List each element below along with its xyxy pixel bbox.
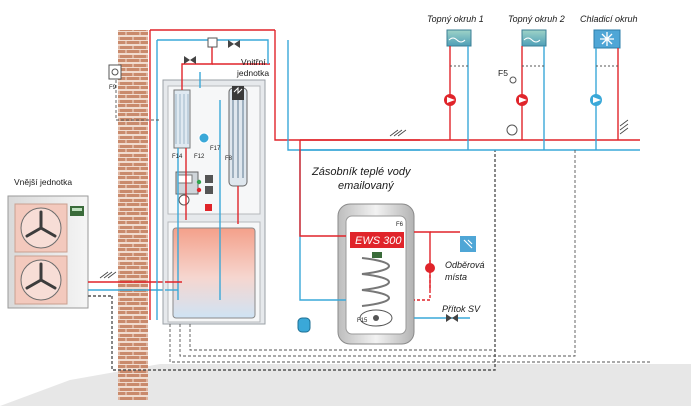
outdoor-sensor-f9 <box>108 64 122 80</box>
tank-model: EWS 300 <box>355 235 402 247</box>
expansion-vessel <box>297 317 311 333</box>
tank-model-badge <box>350 232 404 248</box>
buffer-storage <box>172 227 256 319</box>
sensor-label-f9: F9 <box>109 85 117 91</box>
sensor-label-f14: F14 <box>172 154 183 160</box>
draw-off-label-line1: Odběrová <box>445 260 485 270</box>
draw-off-label-line2: místa <box>445 272 467 282</box>
snowflake-icon <box>600 32 614 46</box>
indoor-unit-label-line2: jednotka <box>236 68 269 78</box>
indoor-unit <box>162 79 266 325</box>
cooling-circuit-label: Chladicí okruh <box>580 14 638 24</box>
dhw-circulation-pump <box>425 263 435 273</box>
valve-icon <box>184 40 240 64</box>
shower-icon <box>460 236 476 252</box>
sensor-label-f17: F17 <box>210 146 221 152</box>
tank-title-line2: emailovaný <box>338 180 395 192</box>
sensor-label-f6: F6 <box>396 222 404 228</box>
indoor-unit-label-line1: Vnitřní <box>241 57 266 67</box>
sensor-label-f12: F12 <box>194 154 205 160</box>
cooling-circuit <box>590 29 621 150</box>
fan-icon <box>25 210 57 290</box>
heating-circuit-1-label: Topný okruh 1 <box>427 14 484 24</box>
mixing-valve-motor <box>506 124 518 136</box>
floor <box>0 364 691 406</box>
sensor-label-f8: F8 <box>225 156 233 162</box>
outdoor-unit-label: Vnější jednotka <box>14 177 72 187</box>
heating-circuit-2-label: Topný okruh 2 <box>508 14 565 24</box>
outdoor-unit <box>7 195 89 309</box>
circulation-pump <box>198 132 210 144</box>
tank-title-line1: Zásobník teplé vody <box>311 166 412 178</box>
dhw-tank <box>337 203 415 345</box>
expansion-tank-top <box>207 37 218 48</box>
brick-wall <box>118 30 148 400</box>
cold-water-inlet-label: Přítok SV <box>442 304 481 314</box>
heating-circuit-1 <box>444 29 472 150</box>
valve-icon <box>446 314 458 322</box>
sensor-label-f15: F15 <box>357 318 368 324</box>
sensor-label-f5: F5 <box>498 68 508 78</box>
heating-circuit-2 <box>506 29 547 150</box>
